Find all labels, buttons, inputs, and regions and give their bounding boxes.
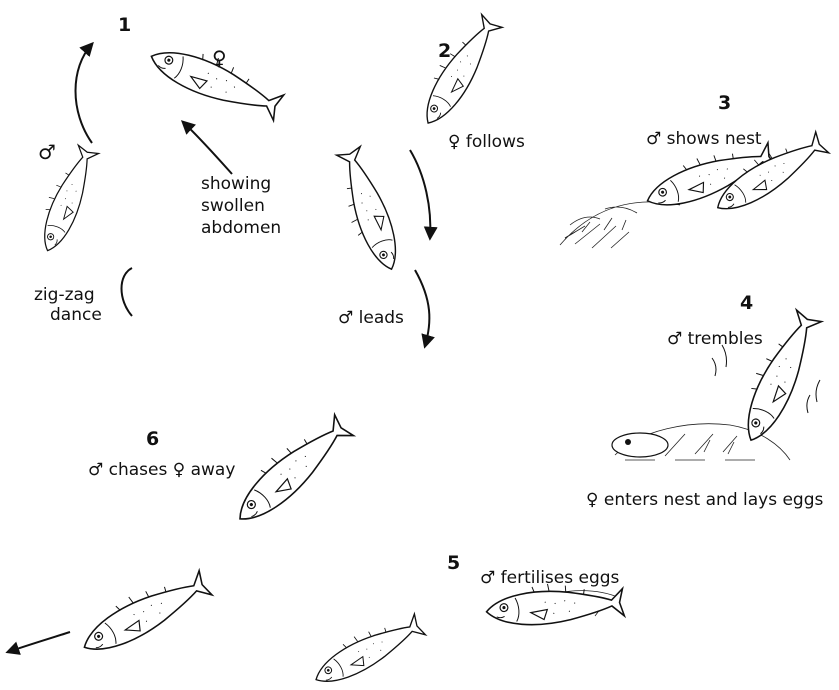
arrow-step1-abdomen: [183, 122, 232, 174]
arrow-step1-up: [76, 44, 93, 143]
fish-step6-female: [73, 562, 213, 662]
fish-step5-female: [307, 607, 427, 690]
fish-step2-male: [328, 146, 405, 277]
fish-step2-female: [411, 10, 504, 131]
step2-female-label: ♀ follows: [448, 132, 525, 152]
step-number-5: 5: [447, 552, 460, 574]
step2-male-label: ♂ leads: [338, 308, 404, 328]
step3-label: ♂ shows nest: [646, 129, 762, 149]
step4-male-label: ♂ trembles: [667, 329, 763, 349]
nest-step3: [560, 202, 680, 248]
step1-label-line2: dance: [50, 305, 102, 325]
arrow-step1-tail: [122, 268, 133, 316]
fish-step6-male: [224, 407, 355, 531]
step1-note-line2: swollen: [201, 196, 265, 216]
step-number-6: 6: [146, 428, 159, 450]
step6-label: ♂ chases ♀ away: [88, 460, 235, 480]
step1-male-symbol: ♂: [38, 142, 56, 162]
step-number-1: 1: [118, 14, 131, 36]
step1-label-line1: zig-zag: [34, 285, 95, 305]
step-number-2: 2: [438, 40, 451, 62]
arrow-step6-away: [8, 632, 70, 652]
step-number-3: 3: [718, 92, 731, 114]
step-number-4: 4: [740, 292, 753, 314]
step1-note-line3: abdomen: [201, 218, 281, 238]
fish-step4-male: [730, 306, 824, 447]
step4-female-label: ♀ enters nest and lays eggs: [586, 490, 823, 510]
arrow-step2-leads: [415, 270, 429, 346]
step5-label: ♂ fertilises eggs: [480, 568, 619, 588]
arrow-step2-follows: [410, 150, 430, 238]
step1-note-line1: showing: [201, 174, 271, 194]
step1-female-symbol: ♀: [212, 48, 227, 68]
